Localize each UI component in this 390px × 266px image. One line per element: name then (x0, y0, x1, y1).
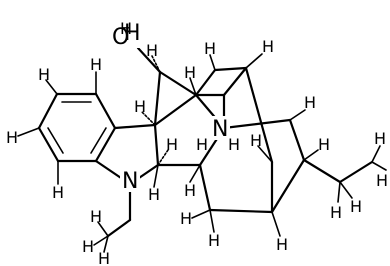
h-label: H (196, 135, 208, 154)
aromatic-bond (47, 127, 64, 154)
h-label: H (228, 135, 240, 154)
bond (106, 218, 132, 238)
h-label: H (184, 181, 196, 200)
h-label: H (82, 237, 94, 256)
bond (302, 158, 342, 184)
bond (288, 118, 306, 162)
h-label: H (146, 41, 158, 60)
bond (194, 68, 217, 97)
h-label: H (180, 209, 192, 228)
bond (198, 163, 212, 212)
bond (213, 66, 248, 72)
bond (153, 70, 162, 127)
bond-network (37, 46, 374, 238)
bond (153, 123, 160, 167)
bond (222, 66, 248, 97)
h-label: H (374, 129, 386, 148)
nitrogen-cage-label: N (212, 117, 228, 142)
stereo-wedges (141, 55, 169, 166)
h-label: H (6, 128, 18, 147)
bond (270, 158, 306, 214)
bond (94, 126, 117, 163)
h-label: H (330, 203, 342, 222)
h-label: H (318, 135, 330, 154)
bond (222, 118, 292, 130)
bond (113, 123, 157, 130)
bond (94, 92, 117, 130)
bond (37, 92, 59, 130)
h-label: H (38, 65, 50, 84)
nitrogen-cage-atom: N (210, 116, 230, 142)
h-label: H (304, 93, 316, 112)
h-label: H (120, 19, 132, 38)
h-label: H (350, 197, 362, 216)
h-label: H (98, 249, 110, 266)
bond (37, 126, 60, 163)
bond (158, 70, 198, 97)
h-label: H (208, 231, 220, 250)
h-label: H (262, 37, 274, 56)
bond (136, 46, 162, 74)
hydrogen-labels: H H H H H H H H H H H H H H H H H H H H … (6, 19, 388, 266)
oxygen-label: O (112, 25, 129, 50)
oxygen-atom: O H (110, 21, 142, 50)
h-label: H (90, 207, 102, 226)
h-label: H (90, 55, 102, 74)
h-label: H (166, 135, 178, 154)
h-label: H (204, 39, 216, 58)
hydroxyl-h-label: H (124, 21, 141, 46)
bond (94, 159, 126, 182)
h-label: H (184, 63, 196, 82)
nitrogen-indole-atom: N (120, 168, 140, 194)
bond (244, 66, 274, 164)
bond (153, 93, 198, 127)
aromatic-bond (90, 127, 107, 154)
bond (338, 160, 374, 184)
h-label: H (52, 183, 64, 202)
h-label: H (250, 131, 262, 150)
h-label: H (376, 171, 388, 190)
h-label: H (134, 97, 146, 116)
bond (208, 208, 274, 214)
nitrogen-indole-label: N (122, 169, 138, 194)
h-label: H (276, 235, 288, 254)
h-label: H (148, 185, 160, 204)
